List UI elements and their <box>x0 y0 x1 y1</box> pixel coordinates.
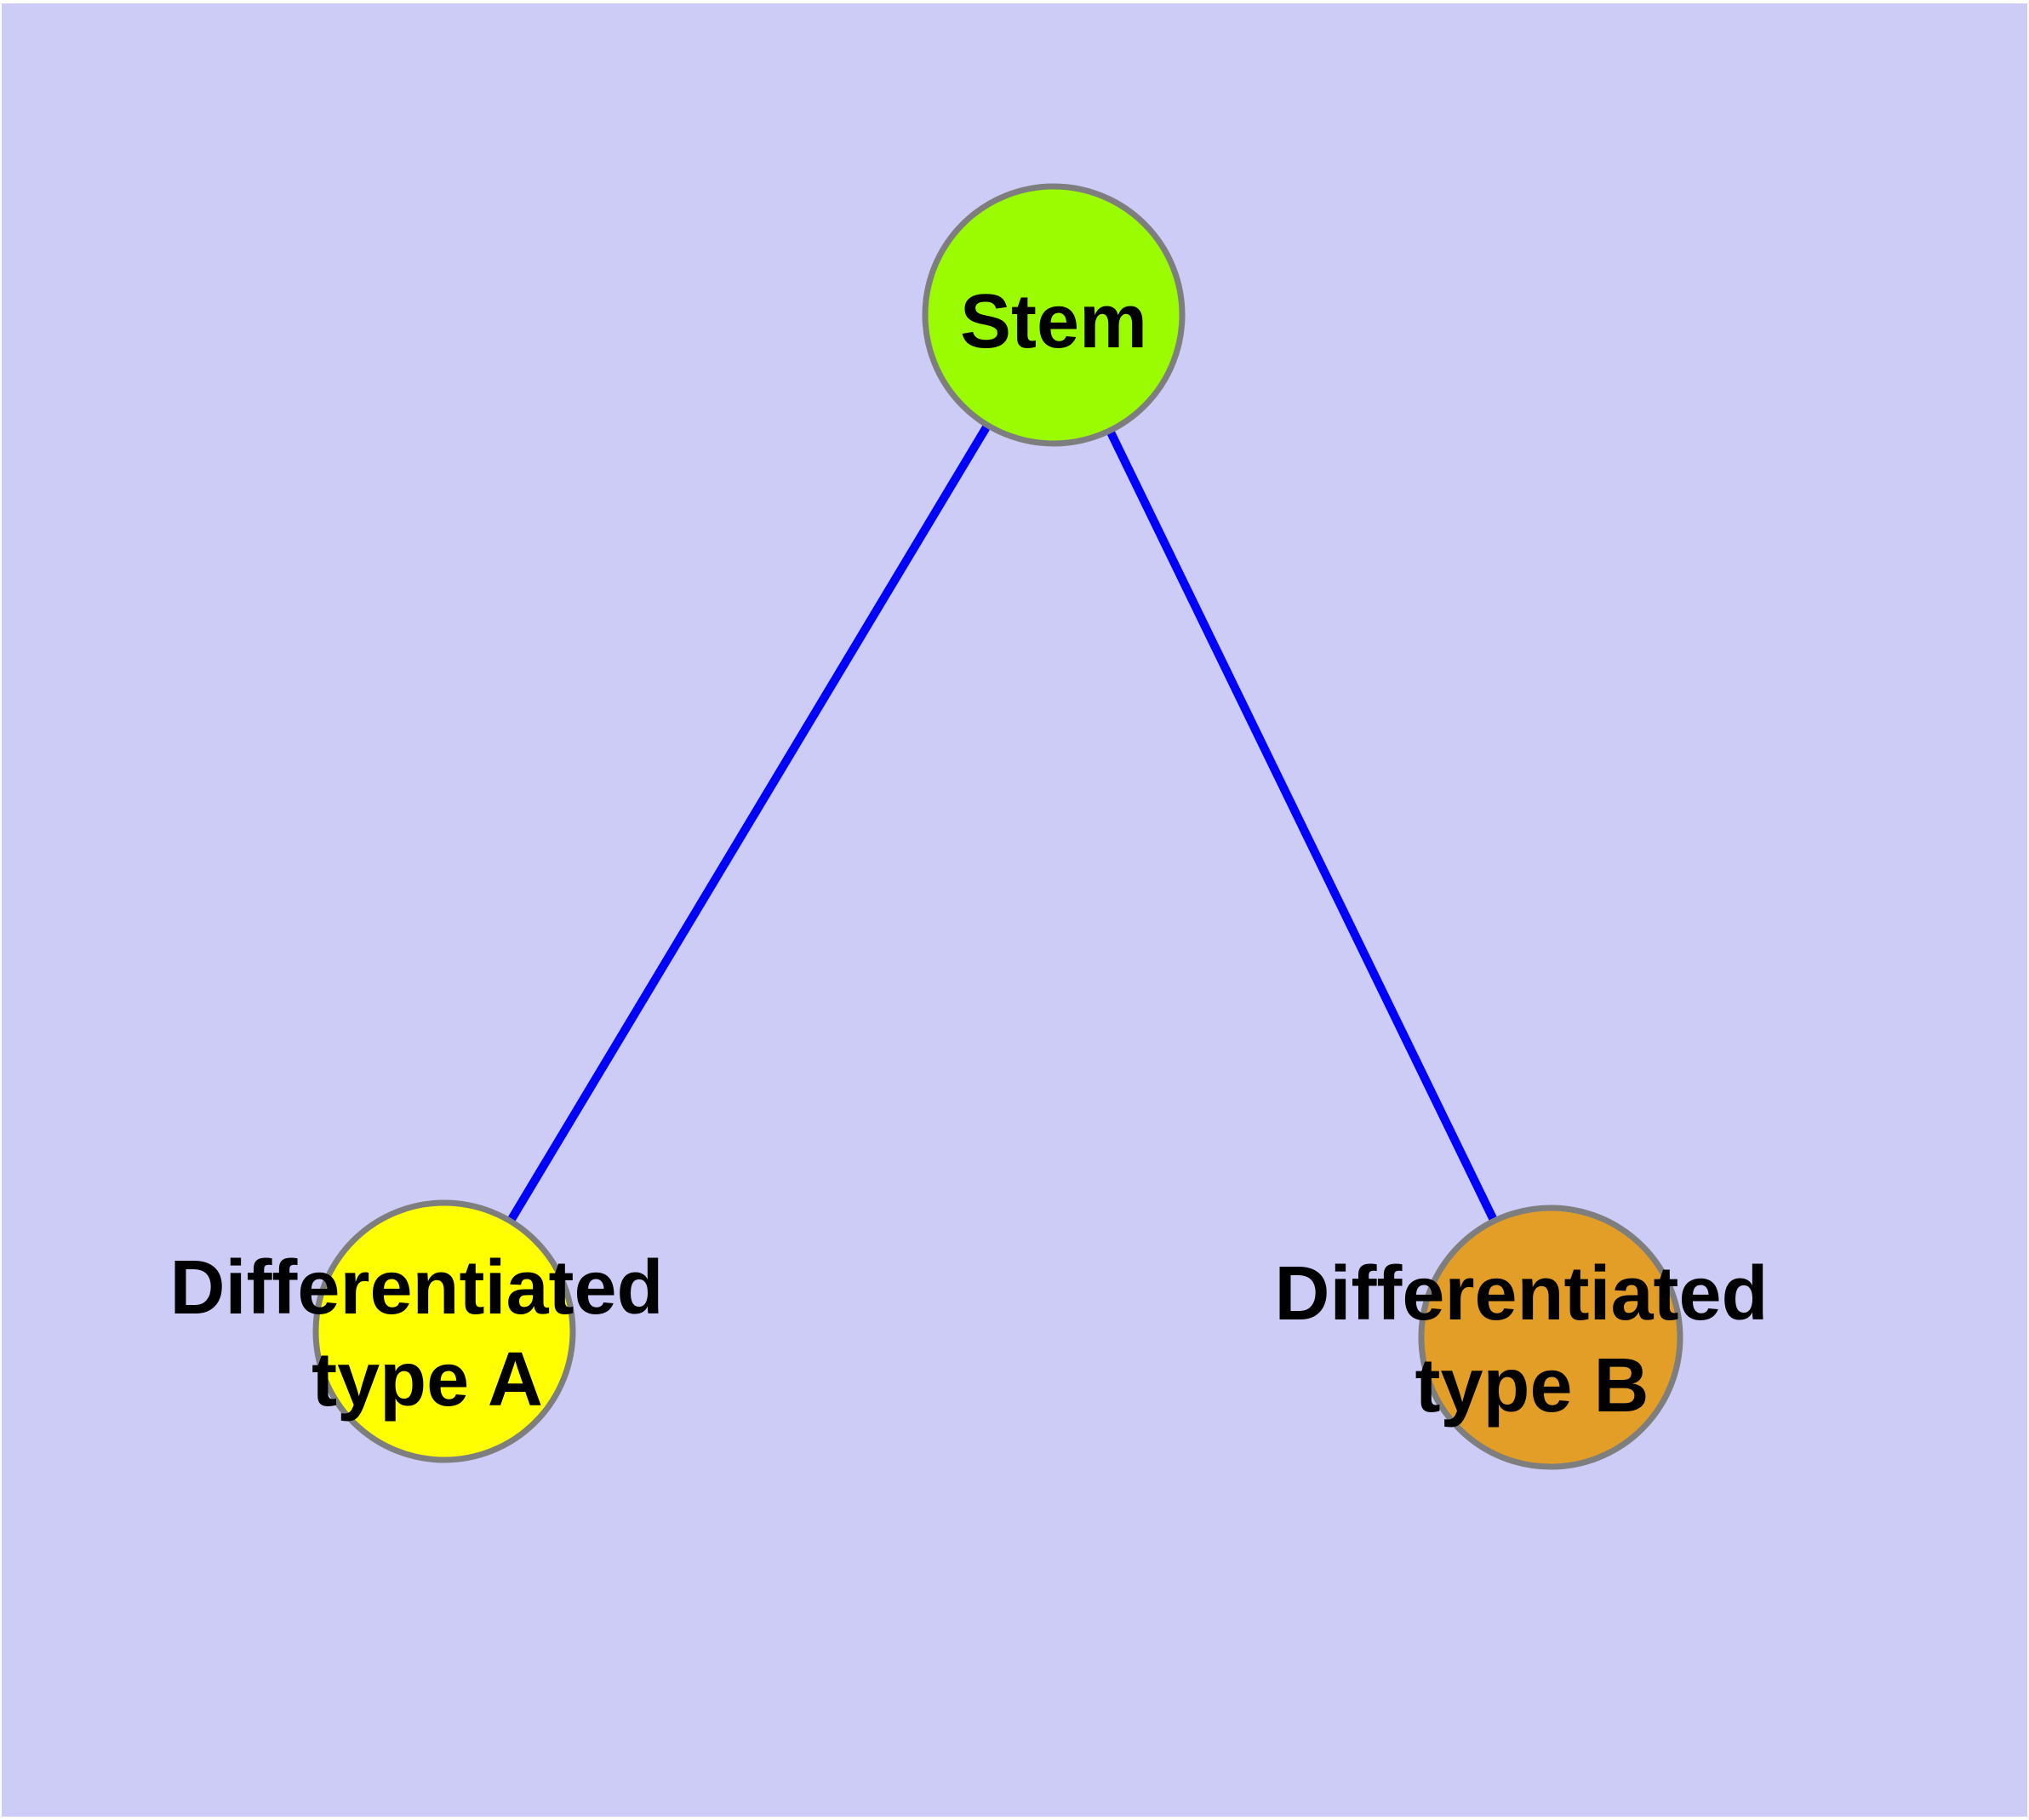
node-stem-label: Stem <box>960 279 1147 364</box>
edge-stem-to-type-b <box>1049 312 1555 1340</box>
label-line: type A <box>311 1337 543 1422</box>
label-line: type B <box>1415 1343 1649 1428</box>
node-differentiated-type-b <box>1418 1205 1683 1470</box>
label-line: Differentiated <box>1274 1251 1768 1336</box>
edge-stem-to-type-a <box>440 312 1058 1334</box>
node-differentiated-type-a <box>312 1199 576 1463</box>
node-differentiated-type-b-label: Differentiated type B <box>1274 1251 1789 1428</box>
node-differentiated-type-a-label: Differentiated type A <box>169 1245 684 1422</box>
node-stem-label-line: Stem <box>960 279 1147 364</box>
node-stem <box>922 183 1186 447</box>
label-line: Differentiated <box>169 1245 663 1331</box>
